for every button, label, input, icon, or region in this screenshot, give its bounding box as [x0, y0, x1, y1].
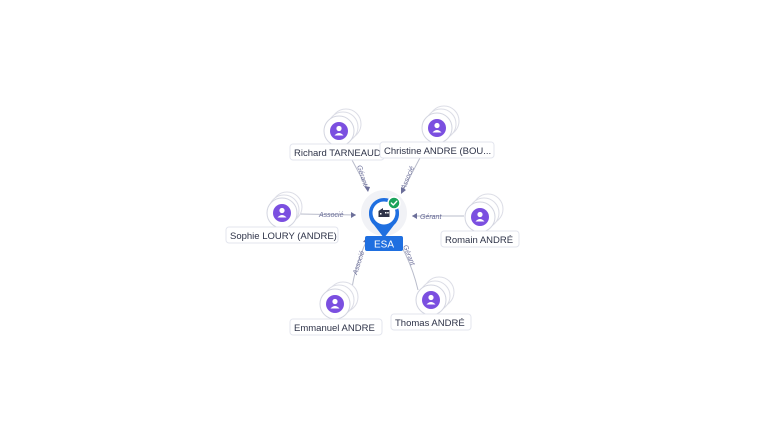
- person-icon: [273, 204, 291, 222]
- edge-christine: Associé: [400, 153, 423, 194]
- edge-richard: Gérant: [351, 159, 370, 192]
- person-node-christine[interactable]: Christine ANDRE (BOU...: [379, 105, 495, 159]
- person-node-richard[interactable]: Richard TARNEAUD: [289, 108, 385, 161]
- person-node-sophie[interactable]: Sophie LOURY (ANDRE): [225, 191, 339, 244]
- edge-label-thomas: Gérant: [401, 244, 416, 267]
- person-icon: [428, 119, 446, 137]
- edge-label-romain: Gérant: [420, 214, 442, 221]
- person-node-emmanuel[interactable]: Emmanuel ANDRE: [289, 281, 383, 336]
- person-name: Richard TARNEAUD: [294, 148, 381, 159]
- person-icon: [330, 122, 348, 140]
- person-name: Romain ANDRÉ: [445, 235, 513, 246]
- edge-label-sophie: Associé: [318, 212, 344, 219]
- person-icon: [422, 291, 440, 309]
- company-name: ESA: [374, 240, 394, 251]
- building-icon: [378, 208, 390, 217]
- person-icon: [326, 295, 344, 313]
- person-name: Sophie LOURY (ANDRE): [230, 231, 337, 242]
- active-check-icon: [387, 196, 401, 210]
- edge-romain: Gérant: [412, 213, 464, 221]
- person-name: Christine ANDRE (BOU...: [384, 146, 491, 157]
- company-node-esa[interactable]: ESA: [361, 190, 407, 251]
- person-icon: [471, 208, 489, 226]
- person-name: Thomas ANDRÉ: [395, 318, 465, 329]
- person-name: Emmanuel ANDRE: [294, 323, 375, 334]
- edge-sophie: Associé: [299, 212, 357, 219]
- person-node-romain[interactable]: Romain ANDRÉ: [440, 193, 520, 248]
- edge-label-christine: Associé: [400, 165, 416, 191]
- edge-label-richard: Gérant: [355, 164, 369, 188]
- edge-label-emmanuel: Associé: [352, 250, 367, 277]
- person-node-thomas[interactable]: Thomas ANDRÉ: [390, 276, 472, 331]
